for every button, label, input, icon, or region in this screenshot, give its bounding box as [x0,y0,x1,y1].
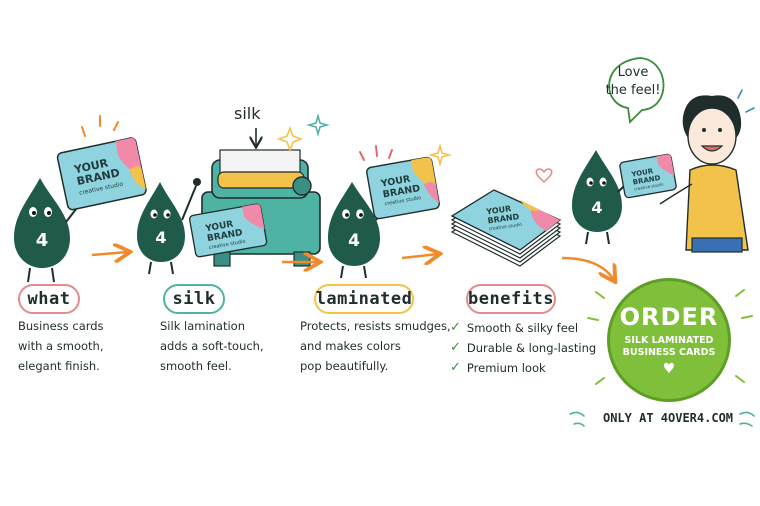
step-title-laminated: laminated [314,284,414,314]
desc-line: elegant finish. [18,359,100,373]
card-brand-line2-4: BRAND [487,212,520,225]
benefit-label: Durable & long-lasting [466,341,597,355]
card-brand-line1-3: YOUR [379,174,412,190]
step-title-benefits: benefits [466,284,556,314]
sparkle-lines-3 [359,145,393,161]
order-sub-line-1: SILK LAMINATED [624,335,714,346]
desc-line: with a smooth, [18,339,104,353]
desc-line: Protects, resists smudges, [300,319,451,333]
benefit-item: ✓ Smooth & silky feel [450,318,596,338]
mascot-number-3: 4 [348,231,360,251]
order-button[interactable]: ORDER SILK LAMINATED BUSINESS CARDS ♥ [607,278,731,402]
check-icon: ✓ [450,360,461,375]
benefit-item: ✓ Premium look [450,358,596,378]
desc-line: Business cards [18,319,104,333]
flow-arrow-1 [91,252,128,255]
card-brand-line1-2: YOUR [204,220,234,235]
order-where: ONLY AT 4OVER4.COM [602,411,734,425]
heart-icon [535,168,553,184]
desc-line: smooth feel. [160,359,232,373]
card-tagline-4: creative studio [488,222,522,233]
speech-line-2: the feel! [605,83,661,98]
mascot-number-2: 4 [155,228,166,247]
laminating-machine [201,149,321,267]
brand-card-5 [619,153,677,199]
order-subtitle: SILK LAMINATED BUSINESS CARDS [623,335,716,359]
check-icon: ✓ [450,340,461,355]
step-desc-laminated: Protects, resists smudges, and makes col… [300,316,451,376]
benefit-label: Premium look [466,361,546,375]
benefit-item: ✓ Durable & long-lasting [450,338,596,358]
brand-card-1 [56,137,147,211]
check-icon: ✓ [450,320,461,335]
heart-icon: ♥ [662,361,676,377]
happy-customer [659,95,749,253]
step-desc-silk: Silk lamination adds a soft-touch, smoot… [160,316,264,376]
card-brand-line1-5: YOUR [630,167,654,179]
benefits-list: ✓ Smooth & silky feel ✓ Durable & long-las… [450,318,596,378]
order-title: ORDER [619,303,719,331]
sparkle-stars-2 [306,113,330,137]
tagline-flourish [569,411,755,427]
speech-bubble [608,57,665,124]
benefit-label: Smooth & silky feel [466,321,579,335]
step-desc-what: Business cards with a smooth, elegant fi… [18,316,104,376]
card-stack [450,189,562,267]
sparkle-lines [81,115,119,137]
step-title-what: what [18,284,80,314]
order-burst [587,289,753,385]
desc-line: and makes colors [300,339,401,353]
desc-line: pop beautifully. [300,359,389,373]
flow-arrow-4 [561,256,614,280]
sparkle-stars [276,125,304,153]
mascot-silk [137,178,201,275]
flow-arrow-3 [401,254,438,258]
brand-card-2 [189,203,268,258]
mascot-number-4: 4 [591,198,602,217]
excitement-lines [737,89,755,113]
card-brand-line1-4: YOUR [485,204,512,217]
speech-text: Love the feel! [602,64,664,100]
mascot-what [14,178,81,283]
card-tagline-5: creative studio [634,181,665,191]
desc-line: Silk lamination [160,319,246,333]
speech-line-1: Love [617,65,649,80]
step-title-silk: silk [163,284,225,314]
order-sub-line-2: BUSINESS CARDS [622,347,716,358]
sparkle-star-3 [428,143,452,167]
mascot-number-1: 4 [36,230,49,251]
silk-callout-label: silk [234,104,261,123]
brand-card-3 [366,156,440,220]
desc-line: adds a soft-touch, [160,339,264,353]
